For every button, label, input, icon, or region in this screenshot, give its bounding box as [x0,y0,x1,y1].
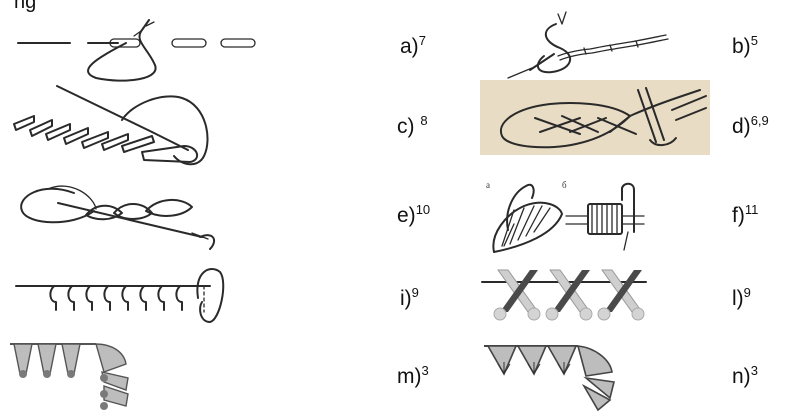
label-f: f)11 [732,202,759,227]
label-m: m)3 [397,363,429,388]
label-d: d)6,9 [732,113,769,138]
label-n: n)3 [732,363,758,388]
label-c: c) 8 [397,113,428,138]
svg-text:a: a [486,180,490,190]
label-e: e)10 [397,202,431,227]
svg-text:б: б [562,180,567,190]
tulip-stitch-icon [10,343,129,410]
label-b: b)5 [732,33,758,58]
blanket-stitch-icon [15,268,225,323]
label-i: i)9 [400,285,419,310]
satin-stitch-icon: a б [486,180,645,253]
cross-stitch-icon [481,269,647,321]
fan-stitch-icon [484,345,615,412]
herringbone-stitch-icon [480,80,710,155]
heading-fragment: ng [14,0,37,13]
chain-stitch-icon [20,185,216,250]
stem-stitch-icon [13,85,209,166]
backstitch-icon [507,11,669,79]
label-l: l)9 [732,285,751,310]
label-a: a)7 [400,33,426,58]
running-stitch-icon [17,19,256,82]
